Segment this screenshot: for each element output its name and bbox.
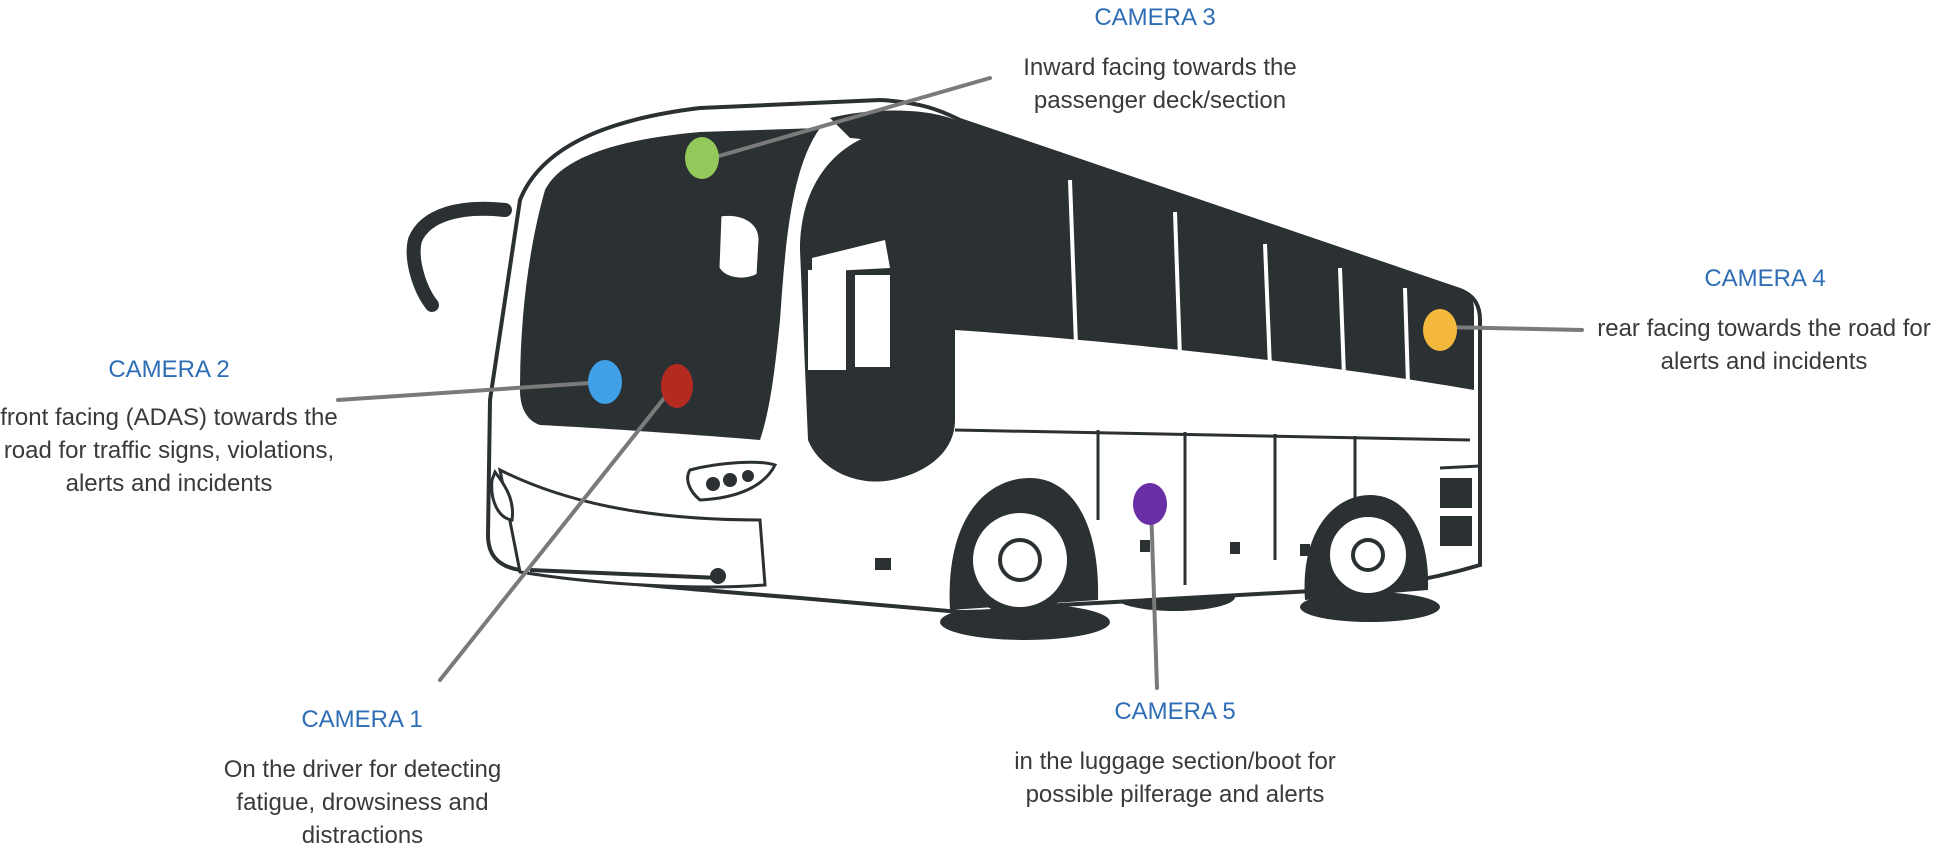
camera-1-marker[interactable] [661,364,693,408]
headlight-lamp-3 [742,470,754,482]
right-mirror [718,214,760,279]
camera-4-title: CAMERA 4 [1670,265,1860,293]
headlight-lamp-1 [706,477,720,491]
camera-2-description: front facing (ADAS) towards the road for… [0,401,338,500]
rear-vent-top [1440,478,1472,508]
camera-3-description: Inward facing towards the passenger deck… [990,51,1330,117]
door-glass-right [855,275,890,367]
camera-3-title: CAMERA 3 [1060,4,1250,32]
fog-lamp [710,568,726,584]
boot-latch-3 [1300,544,1310,556]
camera-1-title: CAMERA 1 [267,706,457,734]
door-glass-left [808,270,846,370]
camera-5-title: CAMERA 5 [1080,698,1270,726]
front-hub [1000,540,1040,580]
boot-latch-1 [1140,540,1150,552]
camera-4-description: rear facing towards the road for alerts … [1585,312,1943,378]
mirror-arm [414,209,505,305]
rear-hub [1353,540,1383,570]
rear-vent-bottom [1440,516,1472,546]
camera-2-marker[interactable] [588,360,622,404]
camera-2-title: CAMERA 2 [74,356,264,384]
camera-3-marker[interactable] [685,137,719,179]
headlight-lamp-2 [723,473,737,487]
camera-1-description: On the driver for detecting fatigue, dro… [200,753,525,852]
camera-5-description: in the luggage section/boot for possible… [1010,745,1340,811]
boot-latch-2 [1230,542,1240,554]
door-handle [875,558,891,570]
camera-5-marker[interactable] [1133,483,1167,525]
camera-4-marker[interactable] [1423,309,1457,351]
